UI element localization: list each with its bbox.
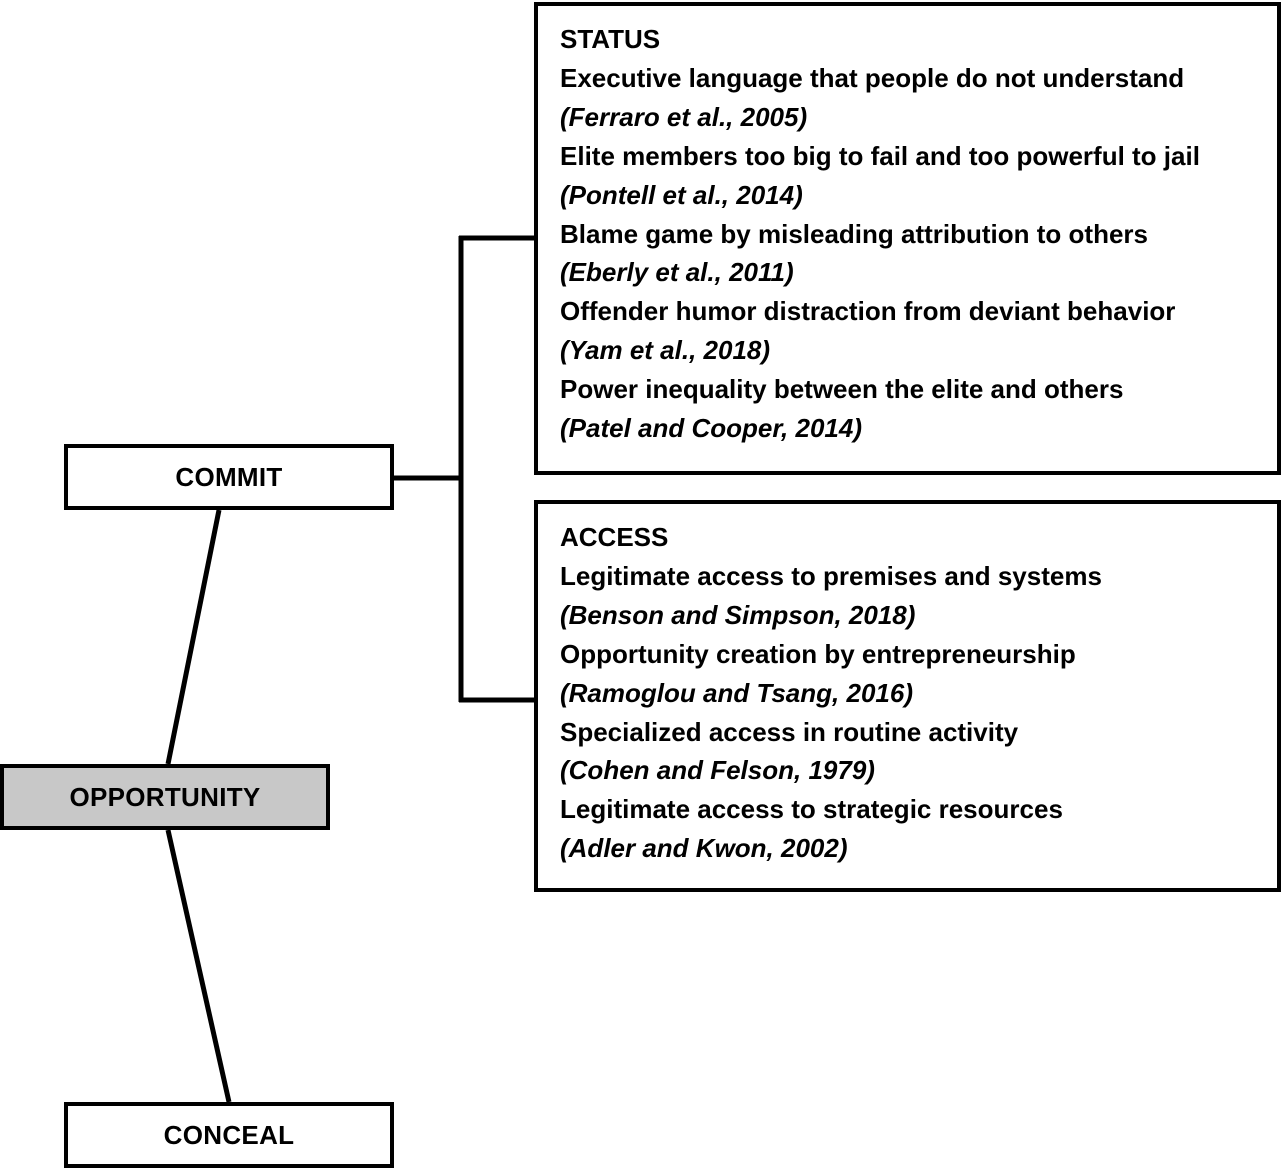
conceal-node: CONCEAL [64,1102,394,1168]
conceal-label: CONCEAL [163,1119,295,1150]
status-item-citation: (Ferraro et al., 2005) [560,101,808,132]
status-item-citation: (Pontell et al., 2014) [560,179,803,210]
access-heading: ACCESS [560,522,669,552]
connector-opportunity-commit [165,509,222,765]
access-box: ACCESS Legitimate access to premises and… [534,500,1281,892]
commit-label: COMMIT [175,461,283,492]
status-item-citation: (Eberly et al., 2011) [560,257,794,288]
opportunity-node: OPPORTUNITY [0,764,330,830]
connector-opportunity-conceal [165,829,232,1103]
commit-node: COMMIT [64,444,394,510]
access-item-text: Opportunity creation by entrepreneurship [560,638,1076,669]
status-item-text: Offender humor distraction from deviant … [560,296,1176,327]
status-item-citation: (Patel and Cooper, 2014) [560,413,862,444]
access-item-citation: (Adler and Kwon, 2002) [560,833,848,864]
status-item-text: Elite members too big to fail and too po… [560,140,1200,171]
access-item-citation: (Benson and Simpson, 2018) [560,599,916,630]
status-item-text: Blame game by misleading attribution to … [560,218,1148,249]
status-item-text: Executive language that people do not un… [560,62,1185,93]
opportunity-label: OPPORTUNITY [69,781,261,812]
status-item-text: Power inequality between the elite and o… [560,374,1124,405]
access-item-text: Legitimate access to strategic resources [560,794,1063,825]
status-box: STATUS Executive language that people do… [534,2,1281,475]
status-heading: STATUS [560,24,661,54]
status-item-citation: (Yam et al., 2018) [560,335,771,366]
access-item-text: Specialized access in routine activity [560,716,1019,747]
access-item-text: Legitimate access to premises and system… [560,560,1102,591]
access-item-citation: (Cohen and Felson, 1979) [560,755,875,786]
access-item-citation: (Ramoglou and Tsang, 2016) [560,677,913,708]
